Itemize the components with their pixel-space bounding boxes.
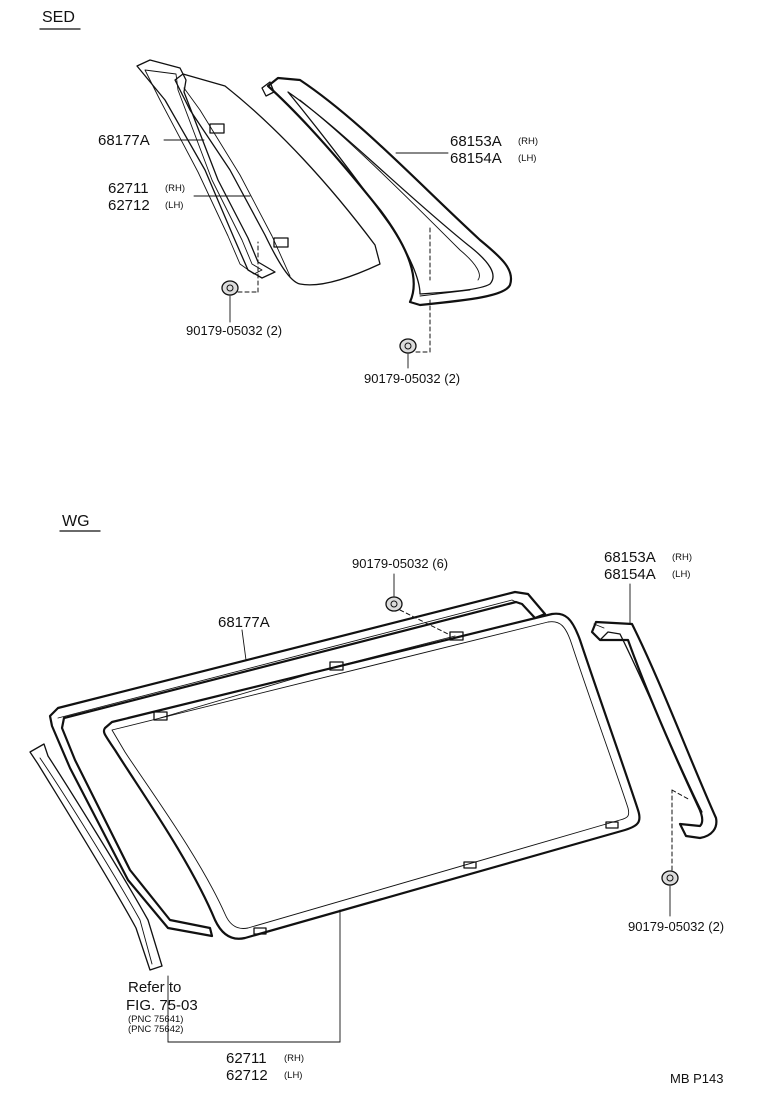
sed-glass-lh-side: (LH) [165, 200, 183, 211]
wg-refer-pnc-2: (PNC 75642) [128, 1024, 183, 1035]
wg-back-window-moulding[interactable] [48, 590, 547, 938]
wg-weatherstrip-rh-number: 68153A [604, 549, 656, 566]
sed-glass-rh-number: 62711 [108, 180, 149, 197]
wg-section-label: WG [62, 513, 90, 530]
wg-glass-clip-2 [329, 661, 344, 671]
wg-weatherstrip-lh-side: (LH) [672, 569, 690, 580]
sed-weatherstrip-lh-number: 68154A [450, 150, 502, 167]
wg-refer-pnc-1: (PNC 75641) [128, 1014, 183, 1025]
sed-quarter-moulding[interactable] [136, 59, 276, 279]
wg-glass-spacer-2 [463, 861, 477, 869]
sed-nut-left-label: 90179-05032 (2) [186, 323, 282, 338]
wg-nut-right-label: 90179-05032 (2) [628, 919, 724, 934]
sed-moulding-part-number: 68177A [98, 132, 150, 149]
wg-weatherstrip-rh-side: (RH) [672, 552, 692, 563]
wg-glass-clip-1 [153, 711, 168, 721]
wg-refer-figure-link[interactable]: FIG. 75-03 [126, 997, 198, 1014]
sed-glass-clip-upper [209, 123, 225, 134]
sed-weatherstrip-rh-number: 68153A [450, 133, 502, 150]
sed-weatherstrip-lh-side: (LH) [518, 153, 536, 164]
sed-nut-right-label: 90179-05032 (2) [364, 371, 460, 386]
figure-code: MB P143 [670, 1071, 723, 1086]
wg-moulding-part-number: 68177A [218, 614, 270, 631]
sed-nut-right [399, 338, 417, 354]
wg-glass-rh-side: (RH) [284, 1053, 304, 1064]
wg-nut-right [661, 870, 679, 886]
wg-refer-line1: Refer to [128, 979, 181, 996]
wg-glass-rh-number: 62711 [226, 1050, 267, 1067]
wg-nut-top [385, 596, 403, 612]
wg-glass-lh-side: (LH) [284, 1070, 302, 1081]
sed-nut-left [221, 280, 239, 296]
wg-weatherstrip-lh-number: 68154A [604, 566, 656, 583]
sed-quarter-glass[interactable] [174, 73, 381, 286]
sed-weatherstrip-rh-side: (RH) [518, 136, 538, 147]
wg-glass-lh-number: 62712 [226, 1067, 268, 1084]
sed-weatherstrip[interactable] [261, 76, 513, 307]
sed-glass-lh-number: 62712 [108, 197, 150, 214]
wg-nut-top-label: 90179-05032 (6) [352, 556, 448, 571]
wg-glass-spacer-3 [605, 821, 619, 829]
sed-glass-clip-lower [273, 237, 289, 248]
wg-glass-spacer-1 [253, 927, 267, 935]
wg-moulding-leader [241, 629, 247, 661]
wg-weatherstrip[interactable] [590, 620, 718, 840]
sed-glass-rh-side: (RH) [165, 183, 185, 194]
sed-section-label: SED [42, 9, 75, 26]
wg-glass-clip-3 [449, 631, 464, 641]
wg-back-window-glass[interactable] [102, 612, 641, 940]
wg-pillar-moulding[interactable] [29, 743, 163, 971]
